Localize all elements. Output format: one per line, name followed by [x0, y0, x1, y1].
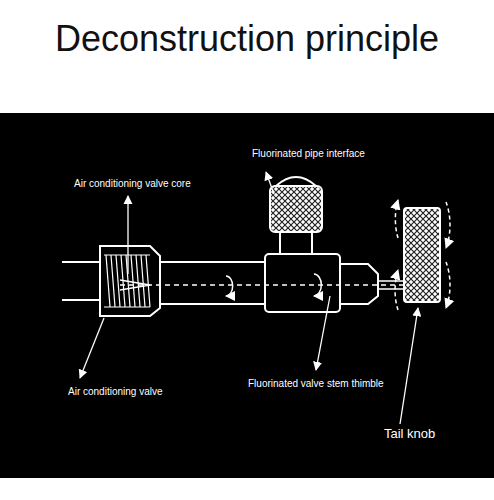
screw-thread — [116, 255, 120, 307]
part-label: Air conditioning valve — [66, 386, 165, 397]
part-label: Fluorinated pipe interface — [250, 148, 367, 159]
part-label: Air conditioning valve core — [72, 178, 193, 189]
valve-stem — [120, 284, 404, 286]
valve-core — [120, 280, 150, 290]
rotation-arrows — [226, 200, 450, 310]
page-title: Deconstruction principle — [0, 18, 494, 60]
screw-thread — [106, 255, 110, 307]
interface-cap — [276, 177, 316, 186]
branch-neck — [280, 232, 312, 254]
hex-end — [340, 264, 378, 304]
threaded-nut — [100, 246, 160, 316]
part-label: Fluorinated valve stem thimble — [246, 378, 386, 389]
part-label: Tail knob — [382, 426, 437, 441]
tail-knob — [404, 208, 440, 302]
body-tube — [160, 262, 265, 304]
screw-thread — [111, 255, 115, 307]
dark-panel — [0, 113, 494, 478]
screw-thread — [136, 255, 140, 307]
valve-body — [62, 232, 404, 316]
screw-thread — [141, 255, 145, 307]
knurled-interface — [270, 186, 322, 232]
screw-thread — [131, 255, 135, 307]
screw-thread — [146, 255, 150, 307]
pipe — [62, 262, 100, 300]
